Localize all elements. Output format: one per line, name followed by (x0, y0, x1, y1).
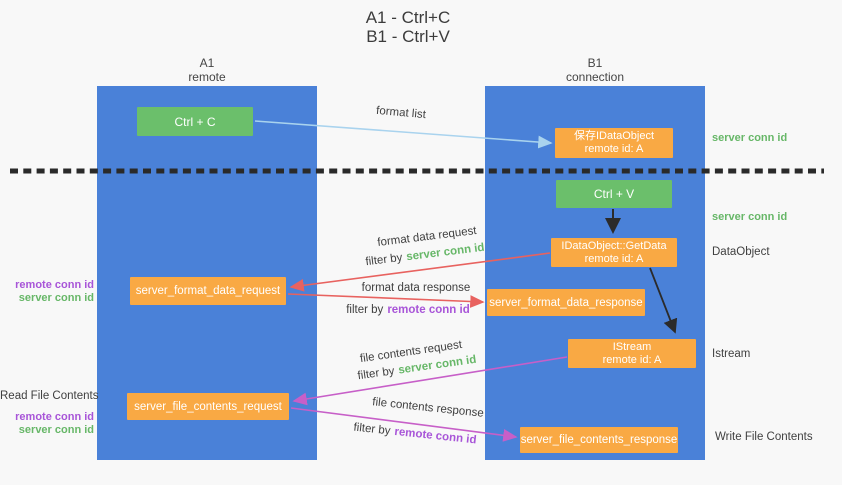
node-format-request-label: server_format_data_request (135, 285, 281, 297)
node-ctrl-c: Ctrl + C (137, 107, 253, 136)
node-getdata-line1: IDataObject::GetData (561, 239, 667, 252)
filter-by-text: filter by (364, 251, 404, 269)
right-label-write-file-contents: Write File Contents (715, 431, 813, 443)
right-label-server-conn-id-mid: server conn id (712, 211, 788, 223)
filter-by-text: filter by (352, 421, 392, 438)
node-file-request-label: server_file_contents_request (134, 400, 282, 413)
filter-by-text: filter by (356, 365, 396, 383)
lane-b1-name: B1 (587, 56, 603, 70)
arrow-format-data-response (287, 293, 485, 308)
node-ctrl-v: Ctrl + V (556, 180, 672, 208)
edge-label-format-data-response: format data response (361, 282, 471, 294)
node-server-file-contents-request: server_file_contents_request (127, 393, 289, 420)
node-server-format-data-request: server_format_data_request (130, 277, 286, 305)
node-save-idataobject-line1: 保存IDataObject (573, 130, 655, 142)
left-label-server-conn-id-top: server conn id (18, 292, 94, 304)
filter-by-text: filter by (346, 304, 384, 316)
remote-conn-id-text: remote conn id (387, 304, 470, 316)
left-label-remote-conn-id-bottom: remote conn id (15, 411, 94, 423)
lane-header-b1: B1 connection (485, 56, 705, 84)
right-label-server-conn-id-top: server conn id (712, 132, 788, 144)
node-format-response-label: server_format_data_response (489, 296, 643, 309)
node-save-idataobject-line2: remote id: A (584, 143, 644, 155)
title-line-2: B1 - Ctrl+V (366, 27, 450, 46)
right-label-dataobject: DataObject (712, 246, 770, 258)
node-idataobject-getdata: IDataObject::GetData remote id: A (551, 238, 677, 267)
left-label-server-conn-id-bottom: server conn id (18, 424, 94, 436)
lane-b1-subtitle: connection (565, 70, 625, 84)
node-istream: IStream remote id: A (568, 339, 696, 368)
right-label-istream: Istream (712, 348, 751, 360)
edge-label-format-list: format list (375, 104, 427, 122)
left-label-read-file-contents: Read File Contents (0, 390, 99, 402)
node-ctrl-c-label: Ctrl + C (174, 114, 216, 129)
edge-label-file-contents-response: file contents response (371, 396, 485, 420)
remote-conn-id-text: remote conn id (393, 425, 478, 447)
left-label-remote-conn-id-top: remote conn id (15, 279, 94, 291)
lane-a1-subtitle: remote (188, 70, 226, 84)
node-server-format-data-response: server_format_data_response (487, 289, 645, 316)
node-getdata-line2: remote id: A (584, 252, 644, 265)
node-save-idataobject: 保存IDataObject remote id: A (555, 128, 673, 158)
node-istream-line2: remote id: A (602, 353, 662, 366)
node-ctrl-v-label: Ctrl + V (593, 187, 635, 201)
node-server-file-contents-response: server_file_contents_response (520, 427, 678, 453)
lane-header-a1: A1 remote (97, 56, 317, 84)
diagram-title: A1 - Ctrl+C B1 - Ctrl+V (308, 8, 508, 46)
node-file-response-label: server_file_contents_response (520, 434, 678, 446)
lane-a1-name: A1 (199, 56, 215, 70)
title-line-1: A1 - Ctrl+C (365, 8, 451, 27)
server-conn-id-text: server conn id (405, 241, 486, 264)
node-istream-line1: IStream (612, 340, 652, 353)
